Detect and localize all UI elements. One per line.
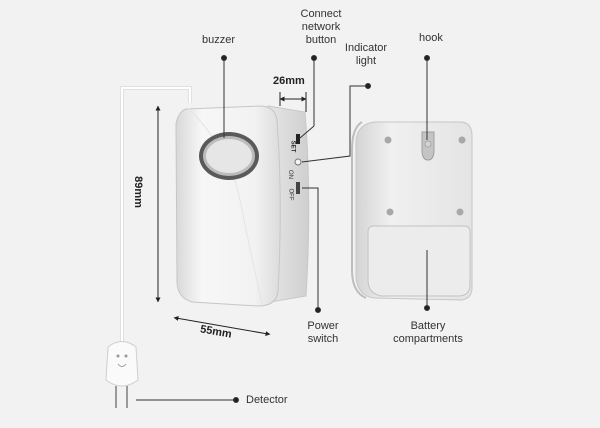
svg-text:· · · ·: · · · · — [363, 200, 368, 209]
label-power-switch: Power switch — [307, 320, 339, 345]
screw-icon — [456, 208, 464, 216]
alarm-device-back: · · · · — [351, 121, 473, 301]
dim-depth: 26mm — [273, 75, 305, 87]
label-hook: hook — [419, 32, 443, 44]
indicator-light-dot — [294, 158, 302, 166]
detector-plug — [105, 341, 139, 408]
label-buzzer: buzzer — [202, 34, 236, 46]
dim-height: 89mm — [131, 176, 144, 208]
screw-icon — [384, 136, 392, 144]
power-switch-knob — [296, 182, 300, 194]
label-indicator-light: Indicator light — [344, 42, 388, 67]
screw-icon — [386, 208, 394, 216]
switch-mark-off: OFF — [287, 188, 294, 201]
label-connect-network-button: Connect network button — [300, 8, 342, 46]
detector-cable — [120, 86, 192, 345]
label-battery-compartments: Battery compartments — [393, 320, 463, 345]
buzzer-grille — [199, 132, 259, 180]
battery-cover — [367, 225, 471, 297]
switch-mark-on: ON — [287, 170, 293, 179]
switch-mark-set: SET — [289, 140, 296, 153]
alarm-device-front — [175, 105, 310, 307]
leader-lines — [136, 55, 430, 403]
screw-icon — [458, 136, 466, 144]
dimension-lines — [155, 92, 307, 337]
set-button — [296, 134, 300, 144]
label-detector: Detector — [246, 394, 288, 406]
